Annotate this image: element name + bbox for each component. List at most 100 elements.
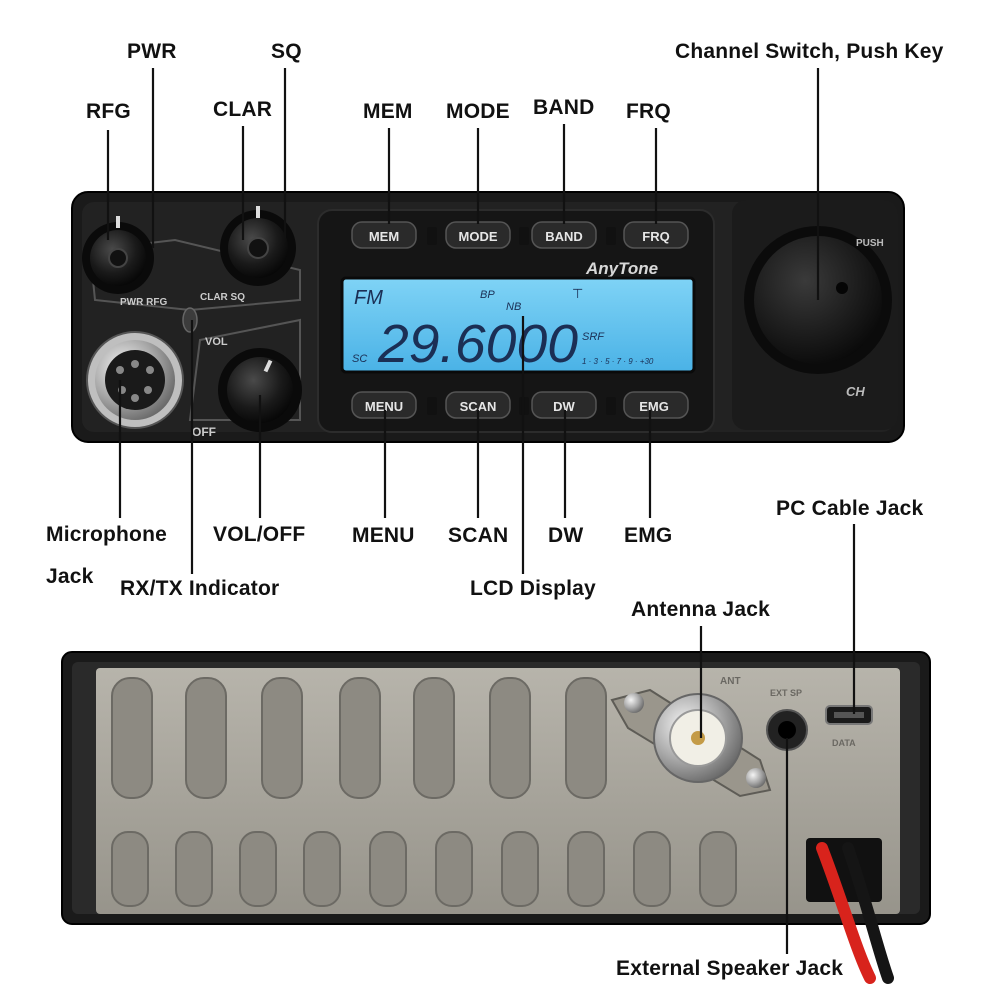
clar-sq-panel-label: CLAR SQ xyxy=(200,292,245,303)
callout-rx-tx: RX/TX Indicator xyxy=(120,577,280,600)
callout-mem: MEM xyxy=(363,100,413,123)
mem-button-shape[interactable] xyxy=(351,221,417,249)
heatsink-fin xyxy=(567,831,605,907)
top-button-row: MEM MODE BAND FRQ xyxy=(351,221,689,249)
lcd-frequency: 29.6000 xyxy=(377,314,578,374)
callout-channel-switch: Channel Switch, Push Key xyxy=(675,40,944,63)
vol-panel-outline xyxy=(188,318,301,421)
callout-frq: FRQ xyxy=(626,100,671,123)
lcd-meter-scale: 1 · 3 · 5 · 7 · 9 · +30 xyxy=(582,357,654,366)
vol-knob-inner[interactable] xyxy=(227,357,293,423)
callout-lcd-display: LCD Display xyxy=(470,577,596,600)
channel-knob-dimple xyxy=(836,282,848,294)
microphone-jack[interactable] xyxy=(86,331,184,429)
heatsink-fin xyxy=(435,831,473,907)
heatsink-fin xyxy=(239,831,277,907)
rx-tx-indicator-led xyxy=(182,307,198,333)
scan-button[interactable]: SCAN xyxy=(445,391,511,419)
mic-pin xyxy=(144,386,152,394)
mode-button-label: MODE xyxy=(459,229,498,244)
heatsink-fin xyxy=(699,831,737,907)
button-notch xyxy=(519,227,529,245)
heatsink-fin xyxy=(501,831,539,907)
callout-band: BAND xyxy=(533,96,595,119)
band-button[interactable]: BAND xyxy=(531,221,597,249)
callout-antenna-jack: Antenna Jack xyxy=(631,598,770,621)
callout-mode: MODE xyxy=(446,100,510,123)
callout-emg: EMG xyxy=(624,524,673,547)
mem-button-label: MEM xyxy=(369,229,399,244)
emg-button[interactable]: EMG xyxy=(623,391,689,419)
mic-pin xyxy=(116,366,124,374)
push-panel-label: PUSH xyxy=(856,238,884,249)
antenna-screw xyxy=(624,693,644,713)
pc-cable-jack[interactable] xyxy=(825,705,873,725)
power-wire-black xyxy=(842,842,894,984)
heatsink-fin xyxy=(413,677,455,799)
data-rear-label: DATA xyxy=(832,738,856,748)
ant-rear-label: ANT xyxy=(720,676,741,687)
clar-knob-indicator xyxy=(256,206,260,218)
band-button-label: BAND xyxy=(545,229,583,244)
antenna-center-pin xyxy=(691,731,705,745)
sq-knob-center[interactable] xyxy=(247,237,269,259)
callout-scan: SCAN xyxy=(448,524,509,547)
lcd-nb: NB xyxy=(506,301,521,313)
button-notch xyxy=(606,397,616,415)
lcd-bp: BP xyxy=(480,289,495,301)
antenna-jack[interactable] xyxy=(610,688,772,798)
antenna-screw xyxy=(746,768,766,788)
off-panel-label: OFF xyxy=(192,425,216,439)
vol-off-knob[interactable] xyxy=(218,348,302,432)
mode-button[interactable]: MODE xyxy=(445,221,511,249)
callout-ext-speaker: External Speaker Jack xyxy=(616,957,844,980)
lcd-mode: FM xyxy=(354,287,383,309)
front-panel: PWR RFG CLAR SQ VOL OFF ME xyxy=(71,191,905,443)
callout-vol-off: VOL/OFF xyxy=(213,523,306,546)
pwr-knob-center[interactable] xyxy=(108,248,128,268)
heatsink-fin xyxy=(369,831,407,907)
rear-panel: ANT EXT SP DATA xyxy=(61,651,931,984)
button-notch xyxy=(427,227,437,245)
lcd-screen xyxy=(340,276,696,374)
heatsink-fin xyxy=(111,831,149,907)
heatsink-fin xyxy=(489,677,531,799)
mic-pin xyxy=(131,360,139,368)
callout-microphone: Microphone xyxy=(46,523,167,546)
lcd-display: FM BP NB ⊤ 29.6000 SRF SC 1 · 3 · 5 · 7 … xyxy=(340,276,696,374)
button-notch xyxy=(427,397,437,415)
callout-clar: CLAR xyxy=(213,98,273,121)
knob-panel-outline xyxy=(88,238,301,312)
heatsink-fin xyxy=(261,677,303,799)
callout-pc-cable: PC Cable Jack xyxy=(776,497,924,520)
callout-rfg: RFG xyxy=(86,100,131,123)
emg-button-label: EMG xyxy=(639,399,669,414)
heatsink-fins-top xyxy=(111,677,607,799)
dw-button[interactable]: DW xyxy=(531,391,597,419)
heatsink-fin xyxy=(185,677,227,799)
pc-cable-port-pins xyxy=(834,712,864,718)
vol-knob-indicator xyxy=(263,359,273,373)
heatsink-fin xyxy=(339,677,381,799)
lcd-sc: SC xyxy=(352,353,367,365)
mic-pin xyxy=(146,366,154,374)
scan-button-label: SCAN xyxy=(460,399,497,414)
heatsink-fin xyxy=(633,831,671,907)
callout-pwr: PWR xyxy=(127,40,177,63)
ch-panel-label: CH xyxy=(846,384,865,399)
button-notch xyxy=(606,227,616,245)
rfg-knob-indicator xyxy=(116,216,120,228)
frq-button[interactable]: FRQ xyxy=(623,221,689,249)
menu-button-label: MENU xyxy=(365,399,403,414)
rfg-pwr-knob[interactable] xyxy=(82,216,154,294)
frq-button-label: FRQ xyxy=(642,229,669,244)
power-cable xyxy=(806,838,894,984)
brand-logo: AnyTone xyxy=(585,259,658,278)
bottom-button-row: MENU SCAN DW EMG xyxy=(351,391,689,419)
lcd-tx-icon: ⊤ xyxy=(572,286,583,301)
emg-button-shape[interactable] xyxy=(623,391,689,419)
vol-panel-label: VOL xyxy=(205,336,228,348)
heatsink-fin xyxy=(111,677,153,799)
mem-button[interactable]: MEM xyxy=(351,221,417,249)
